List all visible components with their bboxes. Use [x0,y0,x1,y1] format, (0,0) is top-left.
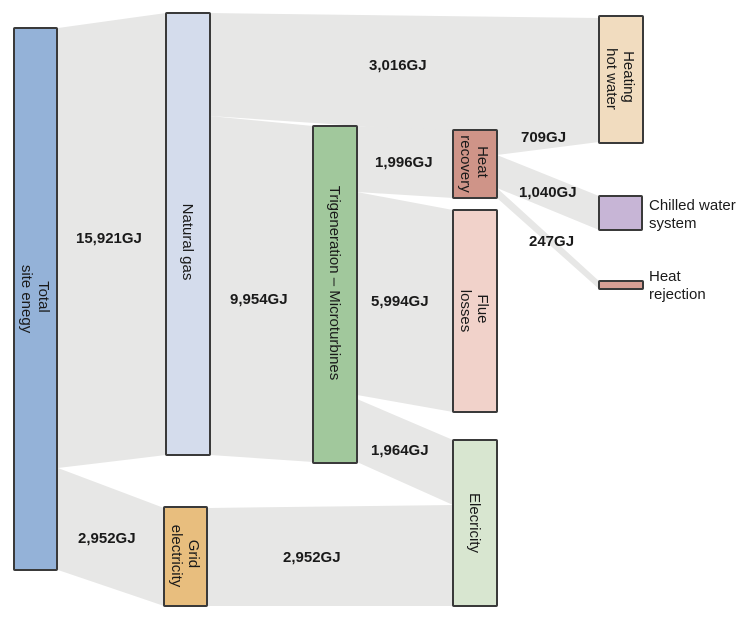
value-total-to-gas: 15,921GJ [76,230,142,247]
flow-heat-recovery-to-heating-hot-water [497,118,599,155]
node-flue-losses [452,209,498,413]
node-trigeneration-microturbines [312,125,358,464]
label-total-site-energy: Total site enegy [18,265,52,334]
label-electricity: Elecricity [466,493,483,554]
label-chw-line2: system [649,215,697,232]
flow-grid-to-electricity [207,505,453,606]
nodes [13,12,644,607]
node-heating-hot-water [598,15,644,144]
label-grid-line1: Grid [185,540,202,568]
flow-value-labels: 15,921GJ 2,952GJ 3,016GJ 9,954GJ 2,952GJ… [76,57,577,566]
node-total-site-energy [13,27,58,571]
label-heat-recovery-line2: recovery [457,135,474,193]
label-heat-recovery-line1: Heat [474,146,491,179]
label-heat-rejection: Heat rejection [649,268,706,303]
label-hhw-line1: Heating [620,51,637,103]
label-flue-losses: Flue losses [457,290,491,333]
flow-trigeneration-to-flue-losses [357,192,453,412]
label-chw-line1: Chilled water [649,197,736,214]
value-gas-to-hhw: 3,016GJ [369,57,427,74]
label-trigeneration: Trigeneration – Microturbines [326,186,343,381]
label-flue-line1: Flue [474,294,491,323]
label-total-line1: Total [35,281,52,313]
value-hr-to-rej: 247GJ [529,233,574,250]
value-gas-to-trigen: 9,954GJ [230,291,288,308]
flow-total-to-natural-gas [58,13,166,468]
label-heat-recovery: Heat recovery [457,135,491,193]
label-rej-line2: rejection [649,286,706,303]
node-heat-recovery [452,129,498,199]
node-electricity [452,439,498,607]
value-total-to-grid: 2,952GJ [78,530,136,547]
node-labels: Total site enegy Natural gas Grid electr… [18,48,637,588]
label-grid-electricity: Grid electricity [168,525,202,588]
node-heat-rejection [598,280,644,290]
value-trigen-to-flue: 5,994GJ [371,293,429,310]
value-hr-to-hhw: 709GJ [521,129,566,146]
flow-heat-recovery-to-heat-rejection [497,188,599,289]
flow-trigeneration-to-electricity [357,399,453,505]
label-rej-line1: Heat [649,268,682,285]
flow-bands [58,13,599,606]
side-labels: Chilled water system Heat rejection [649,197,740,303]
flow-gas-to-heating-hot-water [210,13,599,142]
flow-gas-to-trigeneration [210,116,313,462]
flow-total-to-grid [58,468,164,606]
label-natural-gas: Natural gas [179,204,196,281]
label-grid-line2: electricity [168,525,185,588]
label-flue-line2: losses [457,290,474,333]
flow-trigeneration-to-heat-recovery [357,126,453,198]
label-hhw-line2: hot water [603,48,620,110]
value-grid-to-elec: 2,952GJ [283,549,341,566]
node-grid-electricity [163,506,208,607]
value-trigen-to-hr: 1,996GJ [375,154,433,171]
flow-heat-recovery-to-chilled-water [497,155,599,230]
value-hr-to-chw: 1,040GJ [519,184,577,201]
value-trigen-to-elec: 1,964GJ [371,442,429,459]
label-total-line2: site enegy [18,265,35,334]
node-natural-gas [165,12,211,456]
label-chilled-water: Chilled water system [649,197,740,232]
label-heating-hot-water: Heating hot water [603,48,637,110]
node-chilled-water-system [598,195,643,231]
